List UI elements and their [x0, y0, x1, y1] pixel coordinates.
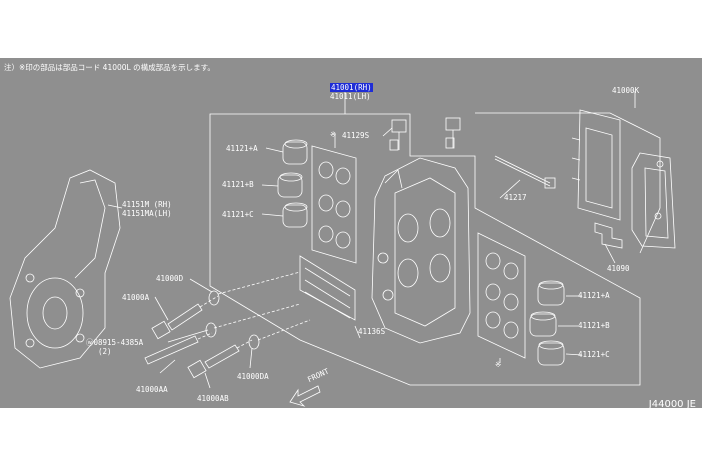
brake-pad-1: [571, 109, 621, 221]
seal-plate-right: [477, 232, 526, 359]
parts-diagram: 注）※印の部品は部品コード 41000L の構成部品を示します。 41001(R…: [0, 58, 702, 408]
label-41000k[interactable]: 41000K: [612, 86, 640, 95]
label-41121a-right[interactable]: 41121+A: [578, 291, 610, 300]
label-41121b-left[interactable]: 41121+B: [222, 180, 254, 189]
star-mark: ※: [330, 130, 337, 139]
bolt-41000ab: [187, 339, 253, 379]
seal-plate-left: [311, 145, 357, 264]
label-41121b-right[interactable]: 41121+B: [578, 321, 610, 330]
dust-shield: [9, 169, 123, 369]
label-41000a[interactable]: 41000A: [122, 293, 150, 302]
label-41129s[interactable]: 41129S: [342, 131, 370, 140]
label-41000aa[interactable]: 41000AA: [136, 385, 168, 394]
label-41136s[interactable]: 41136S: [358, 327, 386, 336]
brake-pad-2: [631, 152, 676, 249]
bolt-41000aa: [144, 332, 213, 365]
label-41000ab[interactable]: 41000AB: [197, 394, 229, 403]
label-41121a-left[interactable]: 41121+A: [226, 144, 258, 153]
label-41151ma-lh[interactable]: 41151MA(LH): [122, 209, 172, 218]
diagram-drawing: [9, 88, 676, 407]
bolt-41000a: [151, 295, 219, 340]
washers: [205, 290, 260, 350]
assembly-outline: [209, 113, 641, 386]
piston-group-left: [277, 139, 308, 228]
piston-group-right: [529, 280, 565, 366]
label-08915-4385a[interactable]: ⓦ08915-4385A: [86, 338, 144, 347]
label-41090[interactable]: 41090: [607, 264, 630, 273]
front-arrow-icon: [289, 385, 321, 407]
note-text: 注）※印の部品は部品コード 41000L の構成部品を示します。: [4, 63, 215, 72]
shim-41090: [594, 222, 623, 249]
label-41000da[interactable]: 41000DA: [237, 372, 269, 381]
pad-kit-frame: [475, 112, 661, 254]
label-41217[interactable]: 41217: [504, 193, 527, 202]
label-41000d[interactable]: 41000D: [156, 274, 184, 283]
label-41121c-left[interactable]: 41121+C: [222, 210, 254, 219]
bleeder-screws: [389, 117, 461, 151]
slide-pins: [299, 255, 356, 321]
star-mark: ※: [495, 360, 502, 369]
figure-code: J44000 JE: [648, 399, 696, 408]
label-washer-qty: (2): [98, 347, 112, 356]
label-41001-rh[interactable]: 41001(RH): [330, 83, 373, 92]
label-41151m-rh[interactable]: 41151M (RH): [122, 200, 172, 209]
leader-lines: [154, 127, 616, 389]
pin-41217: [494, 155, 556, 189]
label-41011-lh[interactable]: 41011(LH): [330, 92, 371, 101]
connection-lines: [213, 271, 311, 341]
caliper-body: [371, 157, 471, 344]
label-41121c-right[interactable]: 41121+C: [578, 350, 610, 359]
